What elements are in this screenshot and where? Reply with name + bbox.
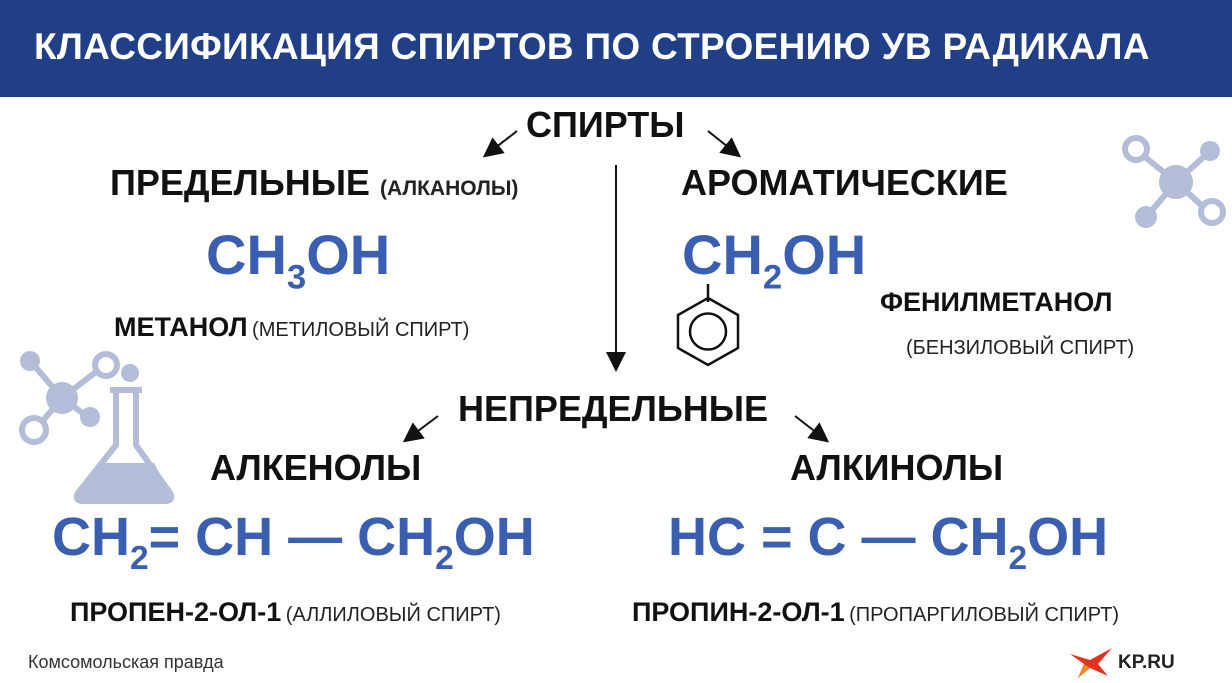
alkenols-name-line: ПРОПЕН-2-ОЛ-1 (АЛЛИЛОВЫЙ СПИРТ) [70,597,501,628]
lab-flask-icon [19,351,175,504]
saturated-formula: CH3OH [206,223,391,297]
kp-logo[interactable]: KP.RU [1068,646,1175,680]
alkynols-formula: HC = C — CH2OH [668,507,1109,578]
page-title: КЛАССИФИКАЦИЯ СПИРТОВ ПО СТРОЕНИЮ УВ РАД… [34,26,1150,67]
alkynols-name-line: ПРОПИН-2-ОЛ-1 (ПРОПАРГИЛОВЫЙ СПИРТ) [632,597,1119,628]
alkenols-label: АЛКЕНОЛЫ [210,447,422,488]
header-bar [0,0,1232,97]
aromatic-formula: CH2OH [682,223,867,297]
saturated-name: МЕТАНОЛ [114,312,248,342]
alkynols-alt: (ПРОПАРГИЛОВЫЙ СПИРТ) [849,604,1120,626]
benzene-ring-icon [676,284,740,367]
alkenols-name: ПРОПЕН-2-ОЛ-1 [70,597,282,627]
alkenols-alt: (АЛЛИЛОВЫЙ СПИРТ) [285,604,501,626]
saturated-label: ПРЕДЕЛЬНЫЕ [110,162,370,203]
root-label: СПИРТЫ [526,104,685,145]
alkynols-label: АЛКИНОЛЫ [790,447,1004,488]
saturated-note: (алканолы) [379,177,519,200]
kp-logo-text: KP.RU [1118,652,1175,673]
aromatic-label: АРОМАТИЧЕСКИЕ [681,162,1008,203]
aromatic-name: ФЕНИЛМЕТАНОЛ [880,287,1113,317]
alkynols-name: ПРОПИН-2-ОЛ-1 [632,597,845,627]
saturated-alt: (МЕТИЛОВЫЙ СПИРТ) [252,319,470,341]
unsaturated-label: НЕПРЕДЕЛЬНЫЕ [458,388,768,429]
kp-bird-logo-icon [1070,648,1112,678]
aromatic-alt: (БЕНЗИЛОВЫЙ СПИРТ) [906,337,1135,359]
source-credit: Комсомольская правда [28,652,224,672]
saturated-heading: ПРЕДЕЛЬНЫЕ (алканолы) [110,162,518,204]
saturated-name-line: МЕТАНОЛ (МЕТИЛОВЫЙ СПИРТ) [114,312,469,343]
alkenols-formula: CH2= CH — CH2OH [52,507,535,578]
molecule-icon [1122,135,1226,228]
